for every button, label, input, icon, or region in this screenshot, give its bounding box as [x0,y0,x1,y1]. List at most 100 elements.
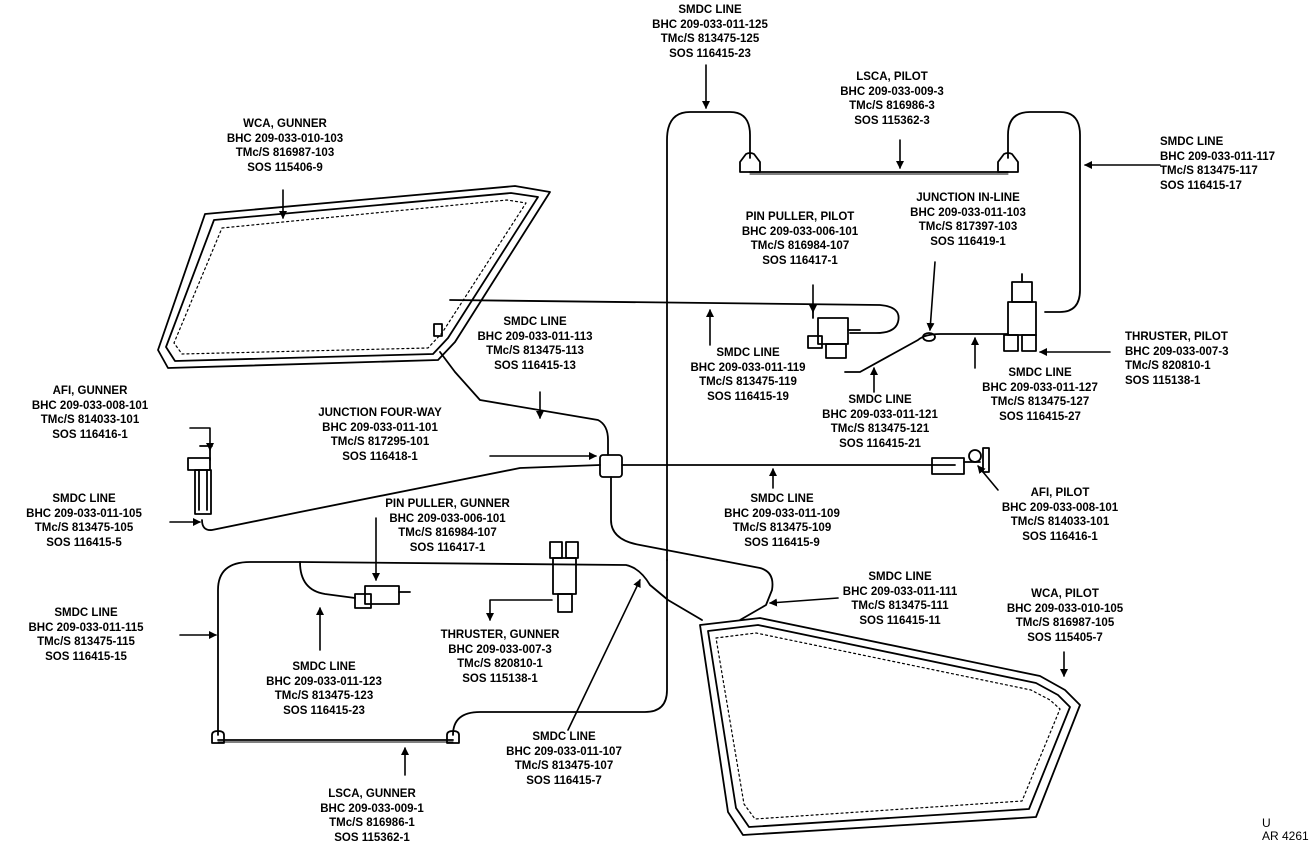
label-tmcs: TMc/S 814033-101 [40,414,140,426]
label-sos: SOS 116415-17 [1160,179,1242,192]
label-bhc: BHC 209-033-011-115 [28,621,144,634]
label-sos: SOS 115138-1 [1125,374,1201,387]
label-bhc: BHC 209-033-011-119 [690,361,806,374]
label-sos: SOS 116415-7 [526,774,602,787]
thruster-gunner-body [549,541,579,613]
label-bhc: BHC 209-033-006-101 [741,225,859,238]
label-title: WCA, GUNNER [243,118,327,130]
label-sos: SOS 116415-27 [999,410,1081,423]
label-sos: SOS 116419-1 [930,235,1006,248]
label-title: PIN PULLER, GUNNER [385,498,510,510]
label-tmcs: TMc/S 813475-121 [830,423,930,435]
label-wca-gunner: WCA, GUNNER BHC 209-033-010-103 TMc/S 81… [205,117,365,175]
label-tmcs: TMc/S 813475-127 [990,396,1090,408]
label-smdc-line-121: SMDC LINE BHC 209-033-011-121 TMc/S 8134… [800,393,960,451]
label-tmcs: TMc/S 813475-111 [851,600,949,612]
label-sos: SOS 116415-13 [494,359,576,372]
junction-four-way-body [201,454,956,621]
thruster-pilot-body [1003,273,1037,352]
label-sos: SOS 116417-1 [762,254,838,267]
label-lsca-gunner: LSCA, GUNNER BHC 209-033-009-1 TMc/S 816… [292,787,452,845]
label-title: SMDC LINE [1160,136,1224,148]
label-title: THRUSTER, PILOT [1125,331,1228,343]
label-junction-in-line: JUNCTION IN-LINE BHC 209-033-011-103 TMc… [888,191,1048,249]
label-sos: SOS 116415-19 [707,390,789,403]
label-tmcs: TMc/S 817397-103 [918,221,1018,233]
label-tmcs: TMc/S 813475-109 [732,522,832,534]
label-tmcs: TMc/S 813475-125 [660,33,760,45]
label-title: PIN PULLER, PILOT [745,211,855,223]
label-tmcs: TMc/S 820810-1 [1125,360,1211,372]
label-smdc-line-119: SMDC LINE BHC 209-033-011-119 TMc/S 8134… [668,346,828,404]
label-tmcs: TMc/S 813475-107 [514,760,614,772]
afi-gunner-body [187,444,213,515]
label-tmcs: TMc/S 813475-117 [1160,165,1258,177]
smdc-line-125-path [666,111,1081,561]
label-bhc: BHC 209-033-007-3 [1125,345,1229,358]
figure-ref-line2: AR 4261 [1262,829,1309,843]
label-title: SMDC LINE [52,493,116,505]
label-title: WCA, PILOT [1031,588,1099,600]
label-smdc-line-113: SMDC LINE BHC 209-033-011-113 TMc/S 8134… [455,315,615,373]
label-title: JUNCTION IN-LINE [916,192,1020,204]
label-tmcs: TMc/S 817295-101 [330,436,430,448]
pointer-arrows [169,64,1161,776]
label-tmcs: TMc/S 816987-105 [1015,617,1115,629]
label-bhc: BHC 209-033-006-101 [389,512,506,525]
label-bhc: BHC 209-033-010-103 [226,132,344,145]
label-title: SMDC LINE [532,731,596,743]
label-title: SMDC LINE [868,571,932,583]
label-sos: SOS 116415-5 [46,536,122,549]
label-smdc-line-105: SMDC LINE BHC 209-033-011-105 TMc/S 8134… [4,492,164,550]
label-bhc: BHC 209-033-011-101 [322,421,438,434]
label-title: THRUSTER, GUNNER [440,629,560,641]
label-title: AFI, GUNNER [52,385,128,397]
label-wca-pilot: WCA, PILOT BHC 209-033-010-105 TMc/S 816… [985,587,1145,645]
figure-reference: U AR 4261 [1262,817,1309,843]
label-junction-four-way: JUNCTION FOUR-WAY BHC 209-033-011-101 TM… [300,406,460,464]
label-lsca-pilot: LSCA, PILOT BHC 209-033-009-3 TMc/S 8169… [812,70,972,128]
label-afi-gunner: AFI, GUNNER BHC 209-033-008-101 TMc/S 81… [10,384,170,442]
junction-inline-path [844,332,1009,373]
label-smdc-line-109: SMDC LINE BHC 209-033-011-109 TMc/S 8134… [702,492,862,550]
label-sos: SOS 116415-9 [744,536,820,549]
label-smdc-line-127: SMDC LINE BHC 209-033-011-127 TMc/S 8134… [960,366,1120,424]
label-sos: SOS 116415-11 [859,614,941,627]
afi-pilot-body [931,447,990,475]
label-bhc: BHC 209-033-008-101 [1001,501,1119,514]
label-tmcs: TMc/S 816986-3 [849,100,935,112]
label-bhc: BHC 209-033-011-127 [982,381,1098,394]
label-sos: SOS 115406-9 [247,161,323,174]
label-pin-puller-pilot: PIN PULLER, PILOT BHC 209-033-006-101 TM… [720,210,880,268]
wca-pilot-window [699,617,1081,836]
label-smdc-line-111: SMDC LINE BHC 209-033-011-111 TMc/S 8134… [820,570,980,628]
label-sos: SOS 115405-7 [1027,631,1103,644]
label-sos: SOS 115362-1 [334,831,410,844]
label-thruster-pilot: THRUSTER, PILOT BHC 209-033-007-3 TMc/S … [1125,330,1275,388]
label-bhc: BHC 209-033-011-111 [842,585,958,598]
wca-gunner-window [157,185,551,369]
label-smdc-line-125: SMDC LINE BHC 209-033-011-125 TMc/S 8134… [630,3,790,61]
label-sos: SOS 116415-23 [283,704,365,717]
label-title: SMDC LINE [716,347,780,359]
label-bhc: BHC 209-033-009-1 [320,802,424,815]
label-tmcs: TMc/S 816987-103 [235,147,335,159]
label-smdc-line-107: SMDC LINE BHC 209-033-011-107 TMc/S 8134… [484,730,644,788]
label-smdc-line-123: SMDC LINE BHC 209-033-011-123 TMc/S 8134… [244,660,404,718]
label-title: SMDC LINE [1008,367,1072,379]
label-bhc: BHC 209-033-011-117 [1160,150,1276,163]
label-title: SMDC LINE [848,394,912,406]
label-tmcs: TMc/S 813475-105 [34,522,134,534]
label-bhc: BHC 209-033-007-3 [448,643,552,656]
label-bhc: BHC 209-033-011-105 [26,507,142,520]
label-tmcs: TMc/S 814033-101 [1010,516,1110,528]
figure-ref-line1: U [1262,816,1271,830]
label-tmcs: TMc/S 813475-119 [699,376,797,388]
label-title: SMDC LINE [503,316,567,328]
label-bhc: BHC 209-033-011-125 [652,18,768,31]
label-tmcs: TMc/S 813475-123 [274,690,374,702]
label-sos: SOS 116415-21 [839,437,921,450]
label-title: SMDC LINE [750,493,814,505]
label-title: SMDC LINE [54,607,118,619]
label-bhc: BHC 209-033-010-105 [1006,602,1124,615]
